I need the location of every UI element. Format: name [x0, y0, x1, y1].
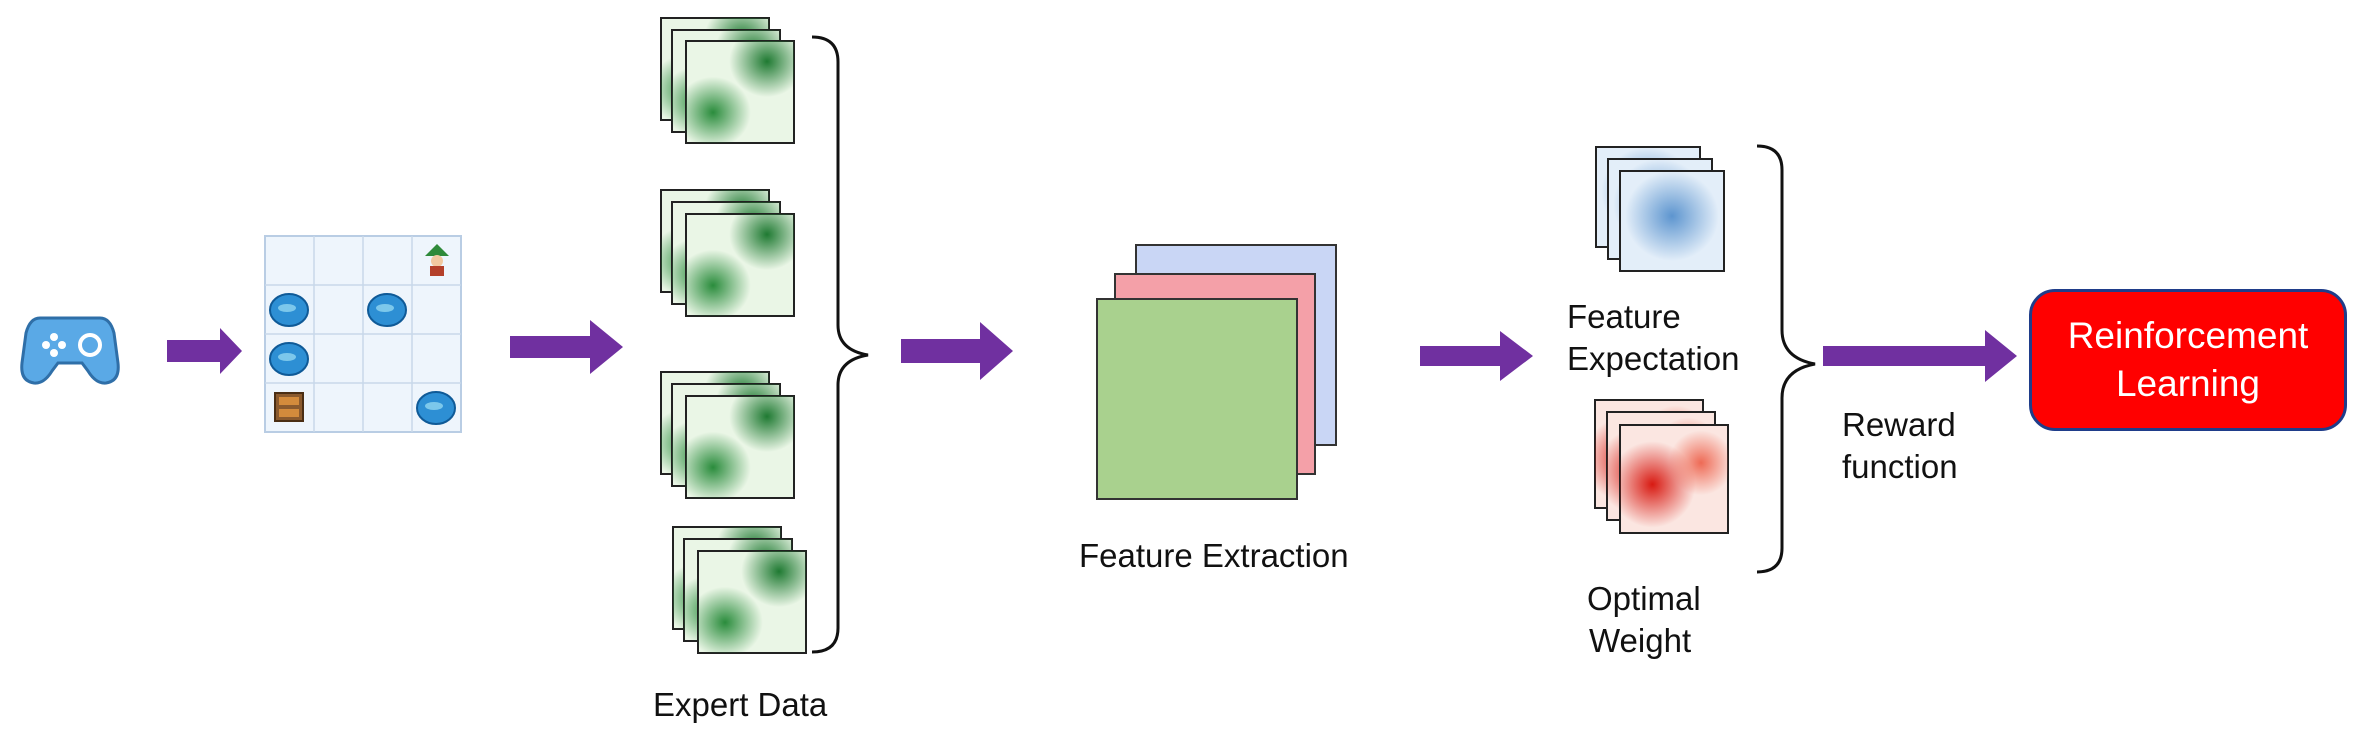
arrow-5	[1823, 330, 2017, 382]
rl-line2: Learning	[2115, 363, 2260, 404]
feature-expectation-line1: Feature	[1567, 298, 1681, 335]
reward-function-line1: Reward	[1842, 406, 1956, 443]
arrow-1	[167, 328, 242, 374]
optimal-weight-line1: Optimal	[1587, 580, 1701, 617]
gridworld-icon	[264, 235, 462, 433]
feature-expectation-label: Feature Expectation	[1567, 296, 1739, 380]
expert-data-stack-4	[672, 526, 807, 654]
feature-extraction-icon	[1096, 244, 1337, 500]
flow-arrows	[167, 320, 2017, 382]
reward-function-line2: function	[1842, 448, 1958, 485]
expert-data-stack-1	[660, 17, 795, 144]
feature-extraction-label: Feature Extraction	[1079, 537, 1349, 574]
optimal-weight-line2: Weight	[1589, 622, 1692, 659]
optimal-weight-label: Optimal Weight	[1587, 578, 1701, 662]
arrow-2	[510, 320, 623, 374]
feature-expectation-heatmaps	[1595, 146, 1725, 272]
expert-data-stack-3	[660, 371, 795, 499]
brace-icon-2	[1756, 144, 1816, 574]
gamepad-icon	[20, 316, 120, 385]
feature-expectation-line2: Expectation	[1567, 340, 1740, 377]
reinforcement-learning-box: Reinforcement Learning	[2029, 289, 2347, 431]
expert-data-label: Expert Data	[653, 686, 828, 723]
brace-icon	[811, 35, 869, 654]
reward-function-label: Reward function	[1842, 404, 1958, 488]
optimal-weight-heatmaps	[1594, 399, 1729, 534]
arrow-4	[1420, 331, 1533, 381]
arrow-3	[901, 322, 1013, 380]
rl-line1: Reinforcement	[2067, 315, 2309, 356]
expert-data-stack-2	[660, 189, 795, 317]
